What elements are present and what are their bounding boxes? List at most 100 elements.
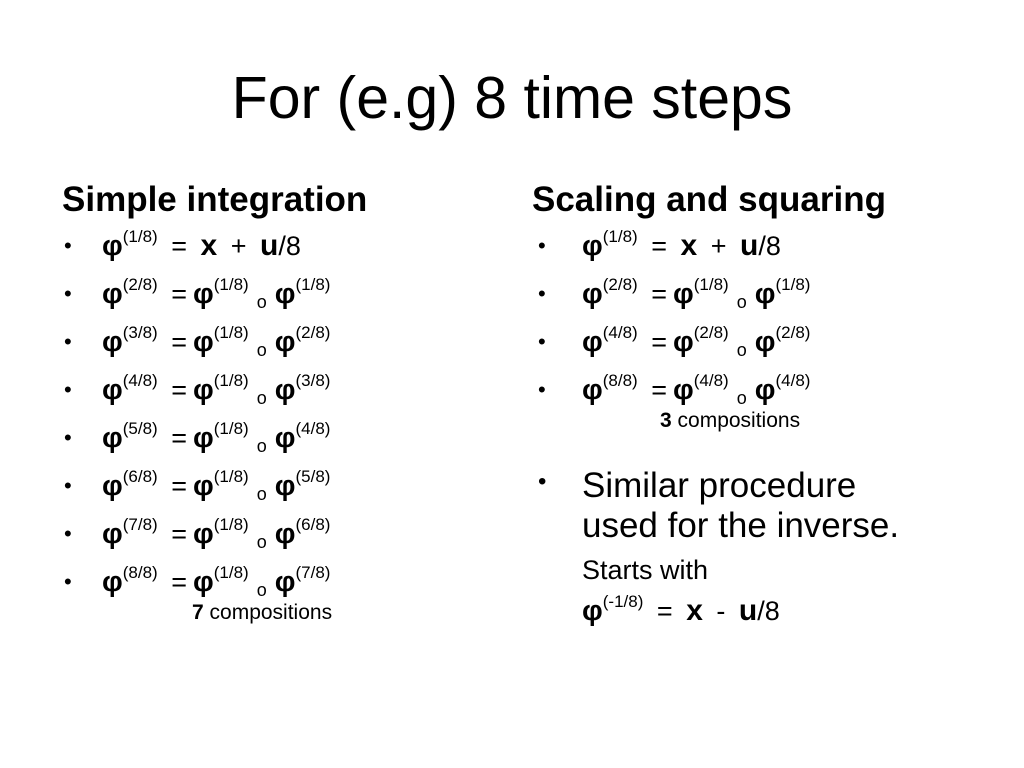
composition-operator: o [736,340,747,360]
equals-sign: = [171,423,188,453]
count-number: 3 [660,409,672,432]
scaling-squaring-column: Scaling and squaring • φ(1/8) = x + u/8 … [532,178,1002,632]
count-label: compositions [671,409,801,432]
superscript: (4/8) [122,371,158,390]
phi-symbol: φ [274,518,296,550]
bullet: • [64,425,72,450]
count-label: compositions [203,601,333,624]
phi-symbol: φ [102,374,123,406]
composition-operator: o [736,388,747,408]
divisor: /8 [278,231,301,261]
superscript: (1/8) [213,419,249,438]
phi-symbol: φ [582,326,603,358]
superscript: (1/8) [213,563,249,582]
phi-symbol: φ [673,374,694,406]
column-heading: Scaling and squaring [532,180,886,219]
superscript: (1/8) [775,275,811,294]
superscript: (4/8) [602,323,638,342]
composition-count: 7 compositions [62,600,502,626]
phi-symbol: φ [274,566,296,598]
bullet: • [64,377,72,402]
phi-symbol: φ [102,230,123,262]
bullet: • [64,473,72,498]
superscript: (2/8) [693,323,729,342]
equals-sign: = [651,231,668,261]
inverse-line-1: Similar procedure [582,466,857,505]
composition-count: 3 compositions [532,408,1002,434]
superscript: (1/8) [122,227,158,246]
superscript: (5/8) [295,467,331,486]
superscript: (1/8) [213,515,249,534]
column-heading: Simple integration [62,180,368,219]
phi-symbol: φ [673,326,694,358]
superscript: (1/8) [213,467,249,486]
composition-operator: o [256,436,267,456]
equation-item: • φ(1/8) = x + u/8 [532,222,1002,270]
plus-sign: + [710,231,727,261]
equals-sign: = [171,327,188,357]
phi-symbol: φ [193,422,214,454]
count-number: 7 [192,601,204,624]
superscript: (3/8) [295,371,331,390]
superscript: (1/8) [213,275,249,294]
plus-sign: + [230,231,247,261]
equals-sign: = [171,231,188,261]
equation-list: • φ(1/8) = x + u/8 [62,222,502,270]
equals-sign: = [651,375,668,405]
bullet: • [538,468,547,495]
phi-symbol: φ [102,470,123,502]
x-variable: x [200,229,218,262]
superscript: (1/8) [693,275,729,294]
equals-sign: = [171,471,188,501]
inverse-line-2: used for the inverse. [582,506,900,545]
u-variable: u [738,594,758,627]
phi-symbol: φ [582,278,603,310]
composition-operator: o [256,580,267,600]
equation-item: • φ(1/8) = x + u/8 [62,222,502,270]
composition-operator: o [256,388,267,408]
phi-symbol: φ [754,278,776,310]
phi-symbol: φ [274,470,296,502]
bullet: • [538,329,546,354]
phi-symbol: φ [754,374,776,406]
composition-operator: o [256,532,267,552]
phi-symbol: φ [193,566,214,598]
superscript: (1/8) [602,227,638,246]
bullet: • [538,233,546,258]
slide-title: For (e.g) 8 time steps [231,65,793,131]
phi-symbol: φ [193,278,214,310]
bullet: • [64,569,72,594]
u-variable: u [260,229,279,262]
superscript: (6/8) [295,515,331,534]
bullet: • [64,521,72,546]
starts-with-label: Starts with [582,555,709,585]
equals-sign: = [171,375,188,405]
phi-symbol: φ [582,230,603,262]
phi-symbol: φ [274,422,296,454]
composition-operator: o [256,484,267,504]
superscript: (2/8) [775,323,811,342]
simple-integration-column: Simple integration • φ(1/8) = x + u/8 •φ… [62,178,502,626]
x-variable: x [680,229,698,262]
phi-symbol: φ [274,374,296,406]
phi-symbol: φ [193,326,214,358]
x-variable: x [686,594,703,627]
superscript: (3/8) [122,323,158,342]
superscript: (2/8) [602,275,638,294]
superscript: (4/8) [775,371,811,390]
inverse-note: • Similar procedure used for the inverse… [532,466,1002,632]
superscript: (7/8) [295,563,331,582]
phi-symbol: φ [102,518,123,550]
superscript: (1/8) [295,275,331,294]
superscript: (4/8) [693,371,729,390]
